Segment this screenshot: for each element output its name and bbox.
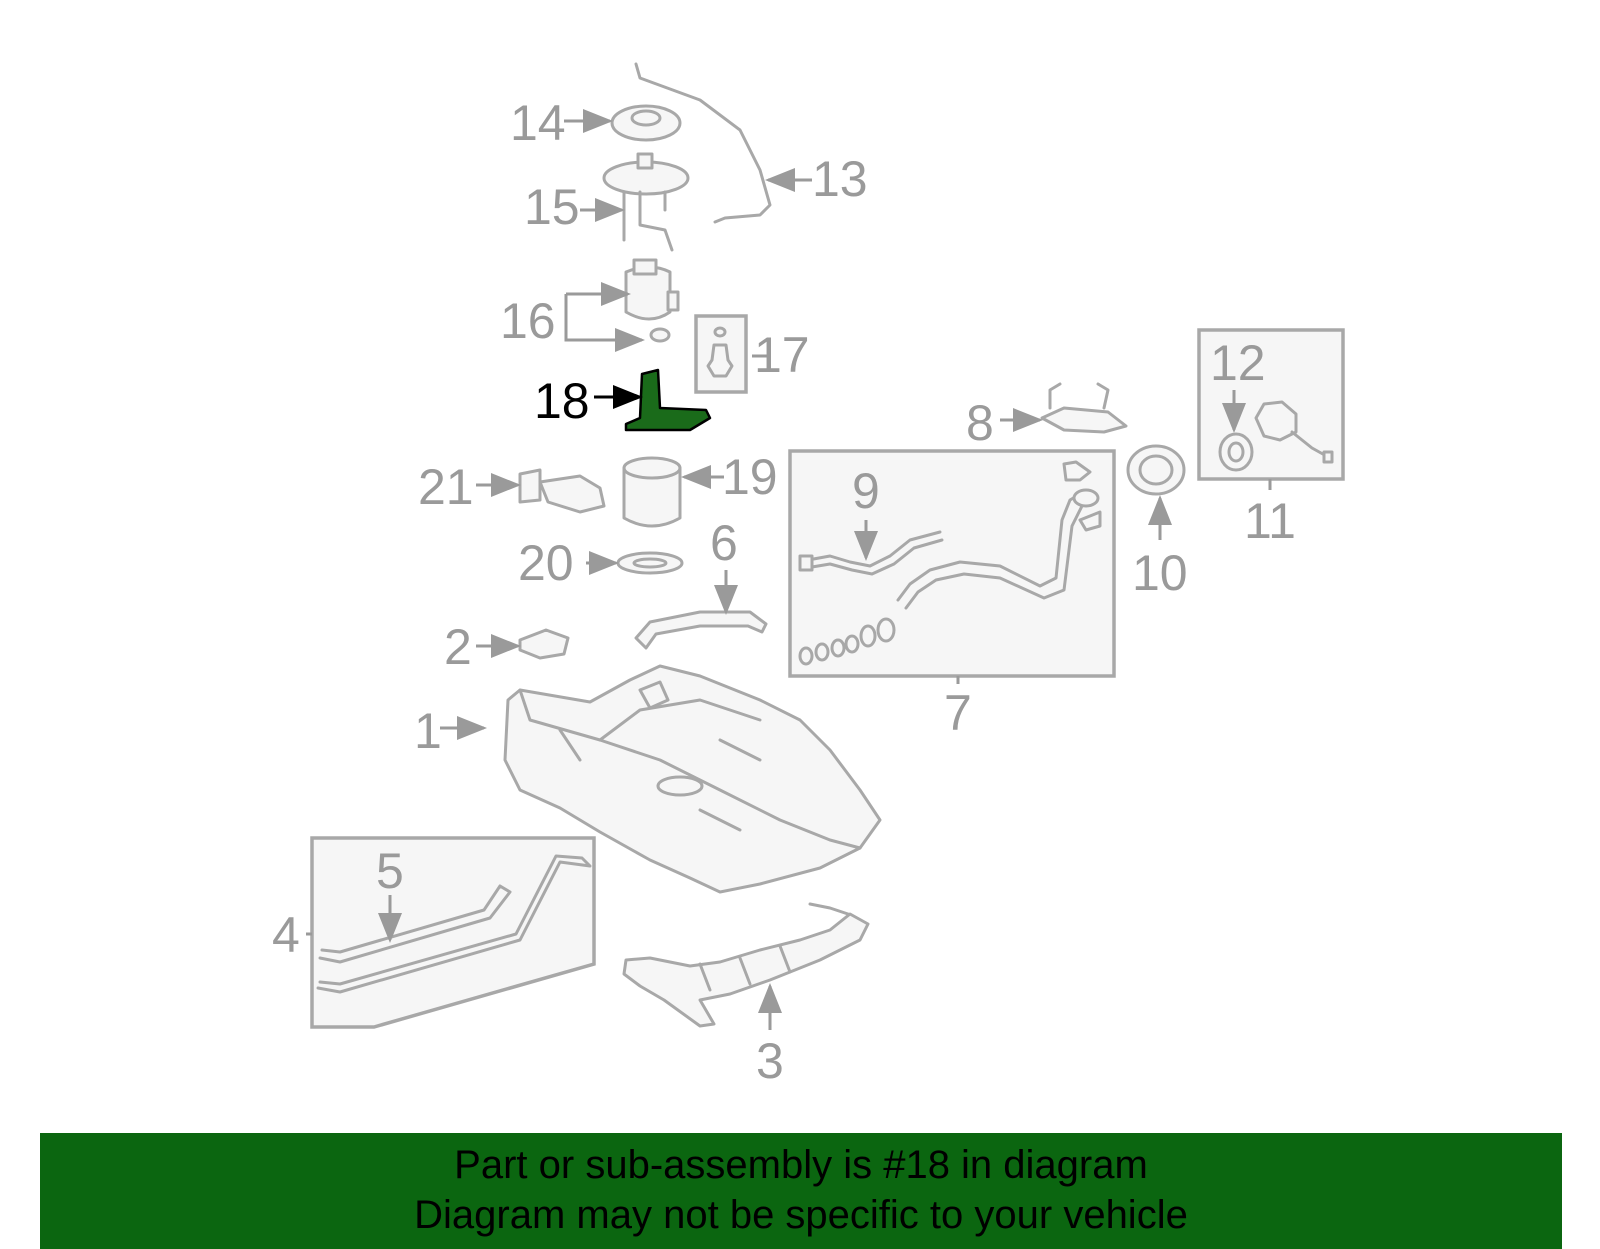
part-13-tube[interactable] <box>634 62 772 224</box>
callout-12: 12 <box>1210 335 1266 391</box>
callout-5: 5 <box>376 843 404 899</box>
part-15-pump-bracket[interactable] <box>602 152 690 252</box>
callout-8: 8 <box>966 395 994 451</box>
callout-10: 10 <box>1132 545 1188 601</box>
part-3-heat-shield[interactable] <box>622 902 870 1028</box>
callout-1: 1 <box>414 703 442 759</box>
banner-line-2: Diagram may not be specific to your vehi… <box>414 1193 1188 1237</box>
callout-2: 2 <box>444 619 472 675</box>
part-2-pad[interactable] <box>518 628 570 660</box>
part-7-rings[interactable] <box>798 617 896 666</box>
part-1-fuel-tank[interactable] <box>503 664 882 894</box>
part-5-strap[interactable] <box>318 884 512 964</box>
part-9-breather-tube[interactable] <box>798 530 944 576</box>
part-8-clip[interactable] <box>1040 382 1128 434</box>
callout-16: 16 <box>500 293 556 349</box>
callout-14: 14 <box>510 95 566 151</box>
callout-20: 20 <box>518 535 574 591</box>
callout-9: 9 <box>852 463 880 519</box>
part-16-filter[interactable] <box>624 258 680 343</box>
callout-3: 3 <box>756 1033 784 1089</box>
part-21-bracket[interactable] <box>518 468 606 514</box>
part-6-tube[interactable] <box>634 610 768 650</box>
part-12-gasket[interactable] <box>1218 432 1254 472</box>
callout-21: 21 <box>418 459 474 515</box>
part-17-sender[interactable] <box>706 326 734 378</box>
part-14-gasket[interactable] <box>610 104 682 142</box>
part-18-shape <box>624 368 712 432</box>
part-19-pump[interactable] <box>622 456 682 528</box>
callout-4: 4 <box>272 907 300 963</box>
part-7-filler-pipe[interactable] <box>896 460 1102 610</box>
part-11-cap[interactable] <box>1254 400 1334 464</box>
callout-13: 13 <box>812 151 868 207</box>
part-18-highlighted[interactable] <box>624 368 712 432</box>
part-4-strap[interactable] <box>316 854 592 994</box>
part-17-box <box>694 314 748 394</box>
part-20-gasket[interactable] <box>616 551 684 575</box>
callout-15: 15 <box>524 179 580 235</box>
callout-19: 19 <box>722 449 778 505</box>
callout-18: 18 <box>534 373 590 429</box>
parts-diagram: 14 13 15 16 17 18 19 21 20 6 2 1 5 4 3 8… <box>272 62 1345 1089</box>
callout-7: 7 <box>944 685 972 741</box>
callout-17: 17 <box>754 327 810 383</box>
info-banner: Part or sub-assembly is #18 in diagram D… <box>40 1133 1562 1249</box>
callout-6: 6 <box>710 515 738 571</box>
part-10-housing[interactable] <box>1126 444 1186 496</box>
banner-line-1: Part or sub-assembly is #18 in diagram <box>454 1143 1148 1187</box>
callout-11: 11 <box>1244 493 1296 549</box>
leader-lines <box>306 109 1272 1030</box>
